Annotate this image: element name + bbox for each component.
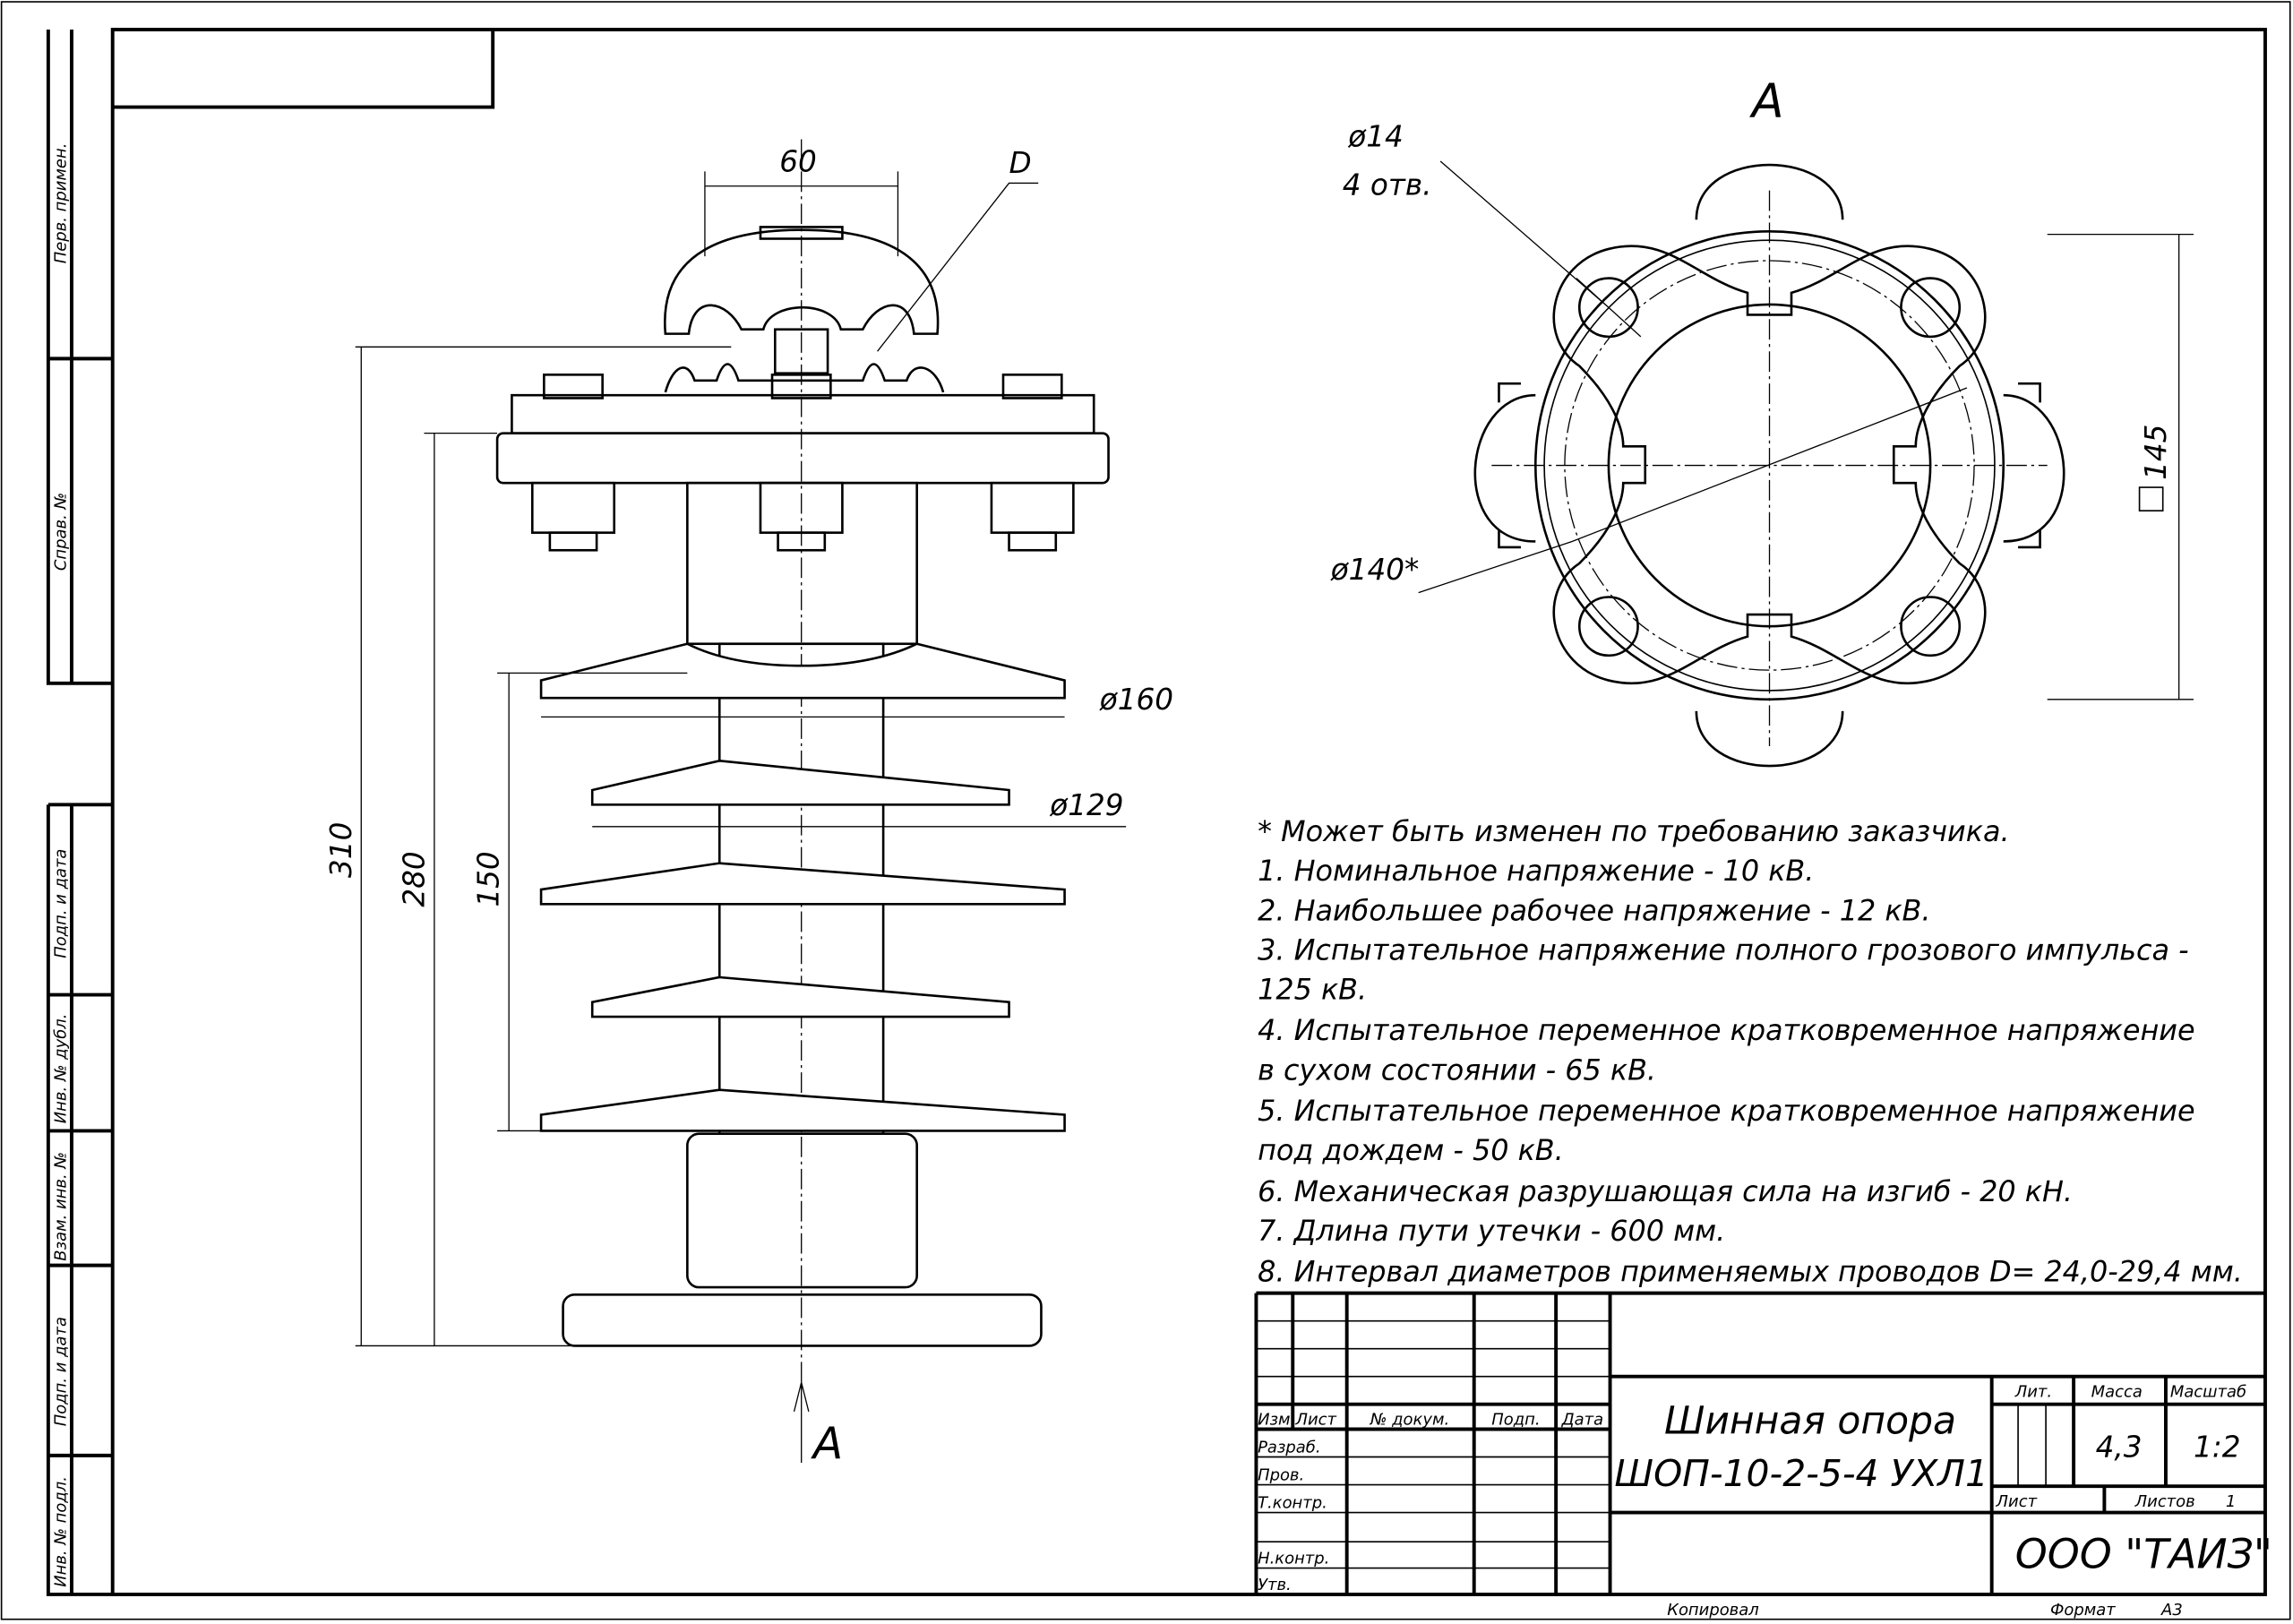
header-date: Дата	[1561, 1411, 1603, 1430]
note-line: 1. Номинальное напряжение - 10 кВ.	[1258, 854, 1814, 888]
clamp-lobes	[1473, 163, 2065, 768]
insulator-side-view: 60 D 310 280 150 ø160 ø129 A	[324, 139, 1173, 1469]
drawing-title: Шинная опора	[1664, 1399, 1956, 1443]
hole-count: 4 отв.	[1343, 168, 1432, 202]
role-developer: Разраб.	[1258, 1439, 1321, 1457]
dim-150: 150	[472, 851, 506, 907]
side-stamp: Перв. примен. Справ. № Подп. и дата Инв.…	[46, 30, 113, 1596]
circle-dia: ø140*	[1330, 553, 1420, 587]
sheets-count: 1	[2226, 1492, 2236, 1511]
top-plate	[511, 393, 1095, 434]
note-line: 8. Интервал диаметров применяемых провод…	[1258, 1255, 2243, 1289]
frame	[110, 28, 2267, 1596]
role-ncontrol: Н.контр.	[1258, 1550, 1329, 1568]
stamp-label: Подп. и дата	[51, 1317, 70, 1426]
header-list: Лист	[1295, 1411, 1337, 1430]
cross-clamp	[1552, 245, 1987, 685]
dim-160: ø160	[1099, 683, 1173, 717]
copied-label: Копировал	[1667, 1601, 1758, 1620]
note-line: 2. Наибольшее рабочее напряжение - 12 кВ…	[1258, 893, 1930, 927]
drawing-designation: ШОП-10-2-5-4 УХЛ1	[1614, 1452, 1988, 1495]
stamp-label: Взам. инв. №	[51, 1152, 70, 1261]
sheets-label: Листов	[2134, 1492, 2195, 1511]
nuts-top	[530, 374, 1075, 552]
header-doc: № докум.	[1370, 1411, 1449, 1430]
mounting-holes	[1577, 277, 1962, 657]
bottom-fitting	[686, 1132, 918, 1289]
sheds	[539, 642, 1066, 1132]
title-block: Изм. Лист № докум. Подп. Дата Разраб. Пр…	[1254, 1291, 2272, 1620]
role-approved: Утв.	[1258, 1576, 1292, 1594]
clamp-cap	[664, 228, 940, 335]
insulator-top-view: A ø14 4 отв. ø140* 145	[1330, 75, 2194, 768]
dimension-lines	[355, 171, 1127, 1464]
dim-280: 280	[397, 851, 431, 907]
stamp-label: Инв. № подл.	[51, 1476, 70, 1587]
clamp-base	[664, 363, 945, 393]
note-line: 3. Испытательное напряжение полного гроз…	[1258, 932, 2189, 967]
header-sign: Подп.	[1491, 1411, 1540, 1430]
sheet-label: Лист	[1996, 1492, 2038, 1511]
note-line: 4. Испытательное переменное кратковремен…	[1258, 1013, 2194, 1047]
top-fitting	[686, 481, 918, 646]
square-icon	[2138, 486, 2164, 511]
note-line: 6. Механическая разрушающая сила на изги…	[1258, 1174, 2073, 1208]
header-izm: Изм.	[1258, 1411, 1295, 1430]
top-left-box	[112, 30, 495, 109]
scale-label: Масштаб	[2170, 1383, 2246, 1402]
note-line: 125 кВ.	[1258, 972, 1367, 1006]
role-tcontrol: Т.контр.	[1258, 1494, 1327, 1513]
view-label: A	[1749, 75, 1784, 129]
stamp-label: Перв. примен.	[51, 143, 70, 264]
mass-label: Масса	[2091, 1383, 2143, 1402]
note-line: 5. Испытательное переменное кратковремен…	[1258, 1094, 2194, 1128]
scale-value: 1:2	[2194, 1431, 2241, 1465]
format-label: Формат	[2050, 1601, 2116, 1620]
section-mark: A	[811, 1418, 844, 1469]
note-line: в сухом состоянии - 65 кВ.	[1258, 1053, 1656, 1087]
dim-d: D	[1009, 146, 1032, 180]
lit-label: Лит.	[2014, 1383, 2052, 1402]
format-value: А3	[2160, 1601, 2183, 1620]
dim-310: 310	[324, 822, 358, 878]
technical-notes: * Может быть изменен по требованию заказ…	[1258, 814, 2243, 1288]
note-line: * Может быть изменен по требованию заказ…	[1258, 814, 2009, 848]
dim-60: 60	[779, 144, 817, 178]
company-name: ООО "ТАИЗ"	[2015, 1531, 2272, 1578]
bottom-flange	[562, 1293, 1043, 1347]
top-view-dimensions	[1418, 160, 2194, 700]
note-line: под дождем - 50 кВ.	[1258, 1133, 1564, 1167]
note-line: 7. Длина пути утечки - 600 мм.	[1258, 1214, 1725, 1248]
dim-129: ø129	[1049, 788, 1123, 822]
stamp-label: Подп. и дата	[51, 849, 70, 958]
hole-dia: ø14	[1347, 120, 1404, 154]
role-checker: Пров.	[1258, 1466, 1304, 1485]
top-flange	[495, 432, 1110, 485]
square-dim: 145	[2139, 425, 2173, 480]
stamp-label: Инв. № дубл.	[51, 1014, 70, 1124]
mass-value: 4,3	[2096, 1431, 2143, 1465]
stamp-label: Справ. №	[51, 493, 70, 571]
